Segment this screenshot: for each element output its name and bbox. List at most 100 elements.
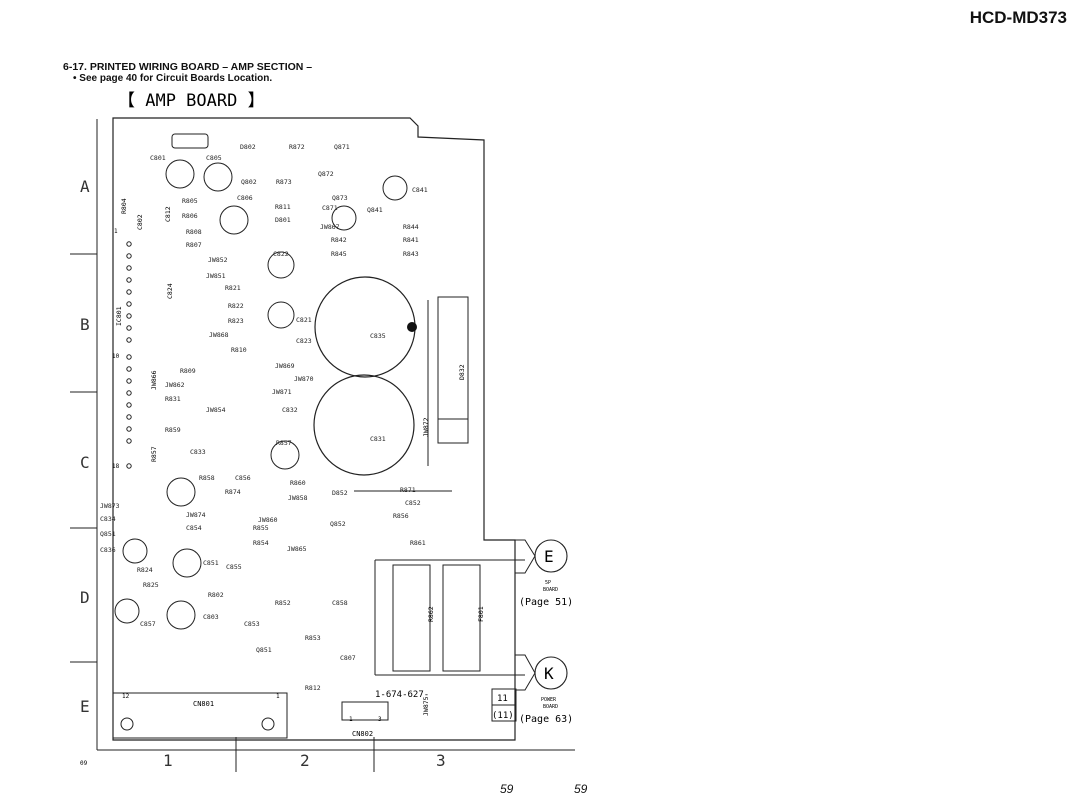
label-r854: Q851	[100, 530, 116, 538]
ic801-pins	[126, 241, 132, 469]
col-label-1: 1	[163, 751, 173, 770]
connector-k-label-1: POWER	[541, 697, 557, 703]
connector-cn801	[112, 692, 288, 739]
label-r857: R857	[150, 446, 158, 462]
label-r810: R810	[231, 346, 247, 354]
label-r845: R845	[331, 250, 347, 258]
label-f802: F801	[477, 606, 485, 622]
label-c803: C857	[140, 620, 156, 628]
board-outline	[112, 117, 516, 741]
label-jw862: JW862	[165, 381, 185, 389]
label-q802: Q802	[241, 178, 257, 186]
row-label-b: B	[80, 315, 90, 334]
small-capacitors	[114, 159, 408, 630]
label-r822: R822	[228, 302, 244, 310]
page-number-left: 59	[500, 782, 514, 796]
label-r821: R821	[225, 284, 241, 292]
section-note: • See page 40 for Circuit Boards Locatio…	[73, 73, 273, 84]
label-c806: C806	[237, 194, 253, 202]
label-q851: Q852	[330, 520, 346, 528]
label-r852: R802	[208, 591, 224, 599]
label-c854: C834	[100, 515, 116, 523]
cn801-pin-first: 12	[122, 693, 130, 700]
label-c841: C841	[412, 186, 428, 194]
label-c832: C832	[282, 406, 298, 414]
section-title: 6-17. PRINTED WIRING BOARD – AMP SECTION…	[63, 61, 313, 73]
label-r806: R806	[182, 212, 198, 220]
label-c807: R853	[305, 634, 321, 642]
label-r841: R841	[403, 236, 419, 244]
row-label-d: D	[80, 588, 90, 607]
label-d832: D832	[458, 364, 466, 380]
label-r871: D852	[332, 489, 348, 497]
connector-k-page: (Page 63)	[519, 714, 573, 725]
label-c856: R858	[199, 474, 215, 482]
grid-frame	[70, 119, 575, 772]
fuse-holder-f802	[442, 564, 481, 672]
label-jw868: JW868	[209, 331, 229, 339]
label-jw875: C807	[340, 654, 356, 662]
label-d802: D802	[240, 143, 256, 151]
label-jw854: JW854	[206, 406, 226, 414]
tag-top: 11	[497, 694, 508, 704]
label-c852: JW873	[100, 502, 120, 510]
label-c855: C851	[203, 559, 219, 567]
label-q873: Q873	[332, 194, 348, 202]
cn802-pin-first: 1	[349, 716, 353, 723]
label-jw852: JW852	[208, 256, 228, 264]
label-jw851: JW851	[206, 272, 226, 280]
label-r842: R842	[331, 236, 347, 244]
label-c851: C836	[100, 546, 116, 554]
connector-cn802	[341, 701, 389, 721]
col-label-3: 3	[436, 751, 446, 770]
cn802-label: CN802	[352, 730, 373, 738]
label-c801: C801	[150, 154, 166, 162]
label-jw873: R871	[400, 486, 416, 494]
connector-k-label-2: BOARD	[543, 704, 558, 710]
label-r859: R859	[165, 426, 181, 434]
label-jw860: R855	[253, 524, 269, 532]
ic-pin-10: 10	[112, 353, 120, 360]
label-r856: JW874	[186, 511, 206, 519]
label-c871: C871	[322, 204, 338, 212]
cn801-pin-last: 1	[276, 693, 280, 700]
label-r808: R808	[186, 228, 202, 236]
label-c857: C858	[332, 599, 348, 607]
connector-e-label-2: BOARD	[543, 587, 558, 593]
label-c833: C831	[370, 435, 386, 443]
label-r804: R804	[120, 198, 128, 214]
label-c808: R812	[305, 684, 321, 692]
label-c835: C835	[370, 332, 386, 340]
label-r872: R872	[289, 143, 305, 151]
label-r860: C856	[235, 474, 251, 482]
label-r831: R831	[165, 395, 181, 403]
label-c831: R857	[276, 439, 292, 447]
label-jw874: C852	[405, 499, 421, 507]
connector-k-letter: K	[544, 664, 554, 683]
label-c805: C805	[206, 154, 222, 162]
label-jw872: JW872	[422, 417, 430, 437]
connector-e-circle	[534, 539, 568, 573]
label-r873: R873	[276, 178, 292, 186]
label-c834: R856	[393, 512, 409, 520]
label-c802: C802	[136, 214, 144, 230]
label-c853: C803	[203, 613, 219, 621]
label-r823: R823	[228, 317, 244, 325]
label-c824: C824	[166, 283, 174, 299]
label-jw866: JW866	[150, 370, 158, 390]
board-title: 【 AMP BOARD 】	[118, 91, 265, 111]
traces	[354, 300, 525, 676]
board-notch	[171, 133, 209, 149]
label-c821: C821	[296, 316, 312, 324]
connector-k-circle	[534, 656, 568, 690]
fuse-holder-f801	[392, 564, 431, 672]
cn801-label: CN801	[193, 700, 214, 708]
label-c812: C812	[164, 206, 172, 222]
label-jw865: R854	[253, 539, 269, 547]
label-r805: R805	[182, 197, 198, 205]
label-r855: C854	[186, 524, 202, 532]
label-jw869: JW869	[275, 362, 295, 370]
label-q852: JW860	[258, 516, 278, 524]
label-q871: Q871	[334, 143, 350, 151]
row-label-c: C	[80, 453, 90, 472]
